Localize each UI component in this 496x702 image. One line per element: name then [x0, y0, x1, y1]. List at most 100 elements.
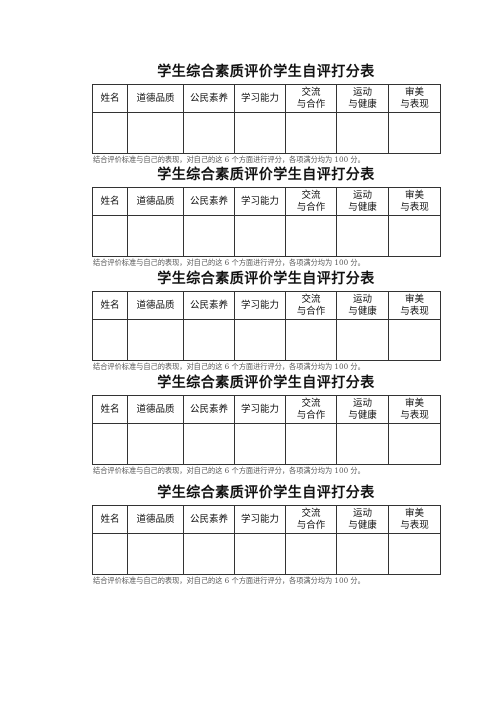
header-civic-literacy: 公民素养: [183, 291, 235, 320]
header-sports-health: 运动与健康: [336, 505, 389, 534]
instruction-note: 结合评价标准与自己的表现，对自己的这 6 个方面进行评分，各项满分均为 100 …: [93, 576, 365, 585]
form-title: 学生综合素质评价学生自评打分表: [157, 375, 375, 391]
score-cell-moral-quality[interactable]: [127, 112, 184, 154]
header-label-line2: 与表现: [400, 519, 429, 531]
header-learning-ability: 学习能力: [234, 84, 286, 113]
score-cell-learning-ability[interactable]: [234, 319, 286, 361]
header-label: 交流: [301, 189, 321, 201]
score-row: [92, 423, 441, 465]
score-cell-civic-literacy[interactable]: [183, 215, 235, 257]
score-cell-moral-quality[interactable]: [127, 533, 184, 575]
header-label: 姓名: [100, 403, 120, 415]
score-cell-sports-health[interactable]: [336, 319, 389, 361]
header-label: 学习能力: [240, 513, 279, 525]
score-cell-communication-cooperation[interactable]: [285, 423, 337, 465]
score-cell-moral-quality[interactable]: [127, 215, 184, 257]
header-label: 姓名: [100, 92, 120, 104]
header-label-line2: 与健康: [348, 519, 377, 531]
score-cell-name[interactable]: [92, 533, 128, 575]
score-row: [92, 319, 441, 361]
header-label-line2: 与表现: [400, 98, 429, 110]
header-label: 学习能力: [240, 299, 279, 311]
header-label: 道德品质: [136, 299, 175, 311]
header-aesthetics-expression: 审美与表现: [388, 84, 441, 113]
score-cell-aesthetics-expression[interactable]: [388, 215, 441, 257]
instruction-note: 结合评价标准与自己的表现，对自己的这 6 个方面进行评分，各项满分均为 100 …: [93, 155, 365, 164]
score-row: [92, 112, 441, 154]
score-cell-learning-ability[interactable]: [234, 423, 286, 465]
header-name: 姓名: [92, 505, 128, 534]
form-title: 学生综合素质评价学生自评打分表: [157, 271, 375, 287]
header-label-line2: 与合作: [296, 305, 326, 317]
header-sports-health: 运动与健康: [336, 291, 389, 320]
header-moral-quality: 道德品质: [127, 291, 184, 320]
score-cell-learning-ability[interactable]: [234, 215, 286, 257]
header-label-line2: 与健康: [348, 409, 377, 421]
header-label: 学习能力: [240, 403, 279, 415]
score-cell-civic-literacy[interactable]: [183, 533, 235, 575]
header-sports-health: 运动与健康: [336, 187, 389, 216]
score-cell-sports-health[interactable]: [336, 112, 389, 154]
header-label: 审美: [404, 293, 424, 305]
header-label: 审美: [404, 507, 424, 519]
score-cell-sports-health[interactable]: [336, 533, 389, 575]
score-cell-sports-health[interactable]: [336, 215, 389, 257]
score-cell-name[interactable]: [92, 423, 128, 465]
header-label-line2: 与表现: [400, 305, 429, 317]
header-label: 公民素养: [189, 403, 228, 415]
header-label: 运动: [352, 397, 372, 409]
header-civic-literacy: 公民素养: [183, 187, 235, 216]
score-cell-civic-literacy[interactable]: [183, 112, 235, 154]
score-cell-communication-cooperation[interactable]: [285, 112, 337, 154]
score-cell-communication-cooperation[interactable]: [285, 319, 337, 361]
score-cell-name[interactable]: [92, 112, 128, 154]
score-cell-moral-quality[interactable]: [127, 319, 184, 361]
score-cell-moral-quality[interactable]: [127, 423, 184, 465]
score-cell-learning-ability[interactable]: [234, 533, 286, 575]
evaluation-form-block: 学生综合素质评价学生自评打分表 姓名道德品质公民素养学习能力交流与合作运动与健康…: [92, 484, 441, 586]
instruction-note: 结合评价标准与自己的表现，对自己的这 6 个方面进行评分，各项满分均为 100 …: [93, 362, 365, 371]
header-moral-quality: 道德品质: [127, 505, 184, 534]
header-label: 运动: [352, 507, 372, 519]
header-label: 姓名: [100, 195, 120, 207]
header-learning-ability: 学习能力: [234, 505, 286, 534]
header-label: 公民素养: [189, 195, 228, 207]
header-label: 姓名: [100, 513, 120, 525]
header-label-line2: 与合作: [296, 519, 326, 531]
header-label: 道德品质: [136, 403, 175, 415]
score-cell-communication-cooperation[interactable]: [285, 215, 337, 257]
header-label: 道德品质: [136, 195, 175, 207]
form-title: 学生综合素质评价学生自评打分表: [157, 485, 375, 501]
header-label: 运动: [352, 293, 372, 305]
header-label: 公民素养: [189, 299, 228, 311]
header-communication-cooperation: 交流与合作: [285, 395, 337, 424]
header-communication-cooperation: 交流与合作: [285, 505, 337, 534]
score-cell-sports-health[interactable]: [336, 423, 389, 465]
header-label: 学习能力: [240, 195, 279, 207]
header-learning-ability: 学习能力: [234, 187, 286, 216]
header-label: 道德品质: [136, 513, 175, 525]
header-label: 姓名: [100, 299, 120, 311]
score-table: 姓名道德品质公民素养学习能力交流与合作运动与健康审美与表现: [92, 84, 441, 154]
header-learning-ability: 学习能力: [234, 291, 286, 320]
score-cell-communication-cooperation[interactable]: [285, 533, 337, 575]
score-cell-aesthetics-expression[interactable]: [388, 112, 441, 154]
header-row: 姓名道德品质公民素养学习能力交流与合作运动与健康审美与表现: [92, 187, 441, 216]
header-label-line2: 与表现: [400, 201, 429, 213]
score-cell-aesthetics-expression[interactable]: [388, 533, 441, 575]
header-label: 审美: [404, 189, 424, 201]
header-label: 交流: [301, 507, 321, 519]
score-cell-civic-literacy[interactable]: [183, 423, 235, 465]
score-cell-civic-literacy[interactable]: [183, 319, 235, 361]
score-cell-name[interactable]: [92, 319, 128, 361]
header-label: 审美: [404, 86, 424, 98]
header-label-line2: 与合作: [296, 409, 326, 421]
score-cell-aesthetics-expression[interactable]: [388, 319, 441, 361]
score-cell-name[interactable]: [92, 215, 128, 257]
score-cell-learning-ability[interactable]: [234, 112, 286, 154]
score-cell-aesthetics-expression[interactable]: [388, 423, 441, 465]
score-row: [92, 215, 441, 257]
form-title: 学生综合素质评价学生自评打分表: [157, 167, 375, 183]
header-communication-cooperation: 交流与合作: [285, 84, 337, 113]
header-label-line2: 与表现: [400, 409, 429, 421]
